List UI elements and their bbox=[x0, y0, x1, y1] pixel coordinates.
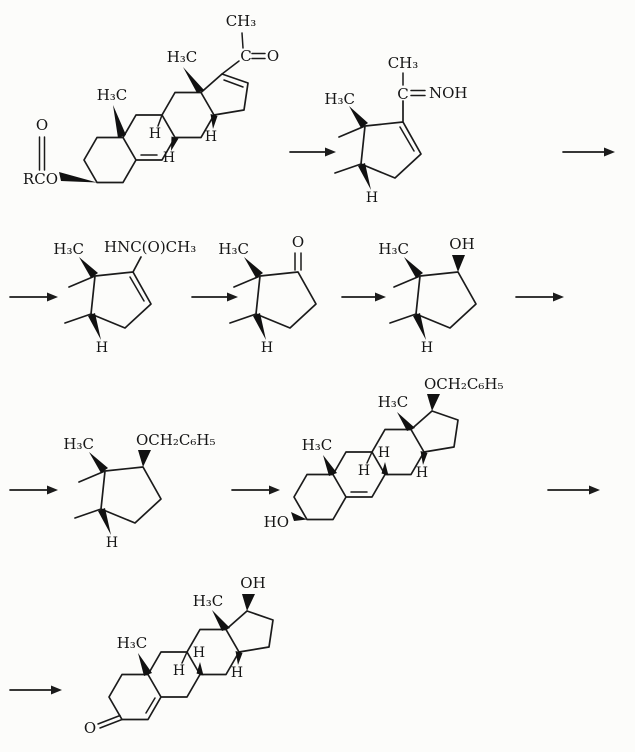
ring-bonds bbox=[389, 271, 477, 329]
label-angular-methyl: H₃C bbox=[53, 240, 84, 258]
label-hydrogen: H bbox=[106, 535, 118, 551]
arrow-head-icon bbox=[269, 485, 280, 495]
label-hydrogen: H bbox=[261, 340, 273, 356]
label-hydrogen: H bbox=[149, 126, 161, 142]
label-angular-methyl-c19: H₃C bbox=[97, 86, 128, 104]
label-hydrogen: H bbox=[231, 665, 243, 681]
label-hydrogen: H bbox=[96, 340, 108, 356]
label-hydrogen: H bbox=[421, 340, 433, 356]
label-ester-oxygen: O bbox=[36, 116, 48, 134]
label-hydrogen: H bbox=[416, 465, 428, 481]
double-bond-lines bbox=[350, 451, 373, 493]
label-hydroxyl: OH bbox=[449, 235, 474, 253]
steroid-skeleton-bonds bbox=[293, 410, 459, 521]
label-hydrogen: H bbox=[205, 129, 217, 145]
label-angular-methyl: H₃C bbox=[63, 435, 94, 453]
ring-bonds bbox=[334, 100, 422, 179]
label-ketone-oxygen: O bbox=[84, 719, 96, 737]
label-acyloxy-rco: RCO bbox=[23, 170, 58, 188]
double-bond-lines bbox=[399, 72, 426, 152]
stereo-wedges bbox=[404, 255, 465, 340]
arrow-head-icon bbox=[604, 147, 615, 157]
reaction-arrow-2 bbox=[562, 147, 615, 157]
reaction-arrow-1 bbox=[289, 147, 336, 157]
stereo-wedges bbox=[59, 67, 218, 183]
label-hydrogen: H bbox=[358, 463, 370, 479]
stereo-wedges bbox=[349, 106, 371, 190]
label-methyl: CH₃ bbox=[388, 54, 419, 72]
arrow-head-icon bbox=[51, 685, 62, 695]
label-angular-methyl: H₃C bbox=[218, 240, 249, 258]
label-angular-methyl-c19: H₃C bbox=[302, 436, 333, 454]
label-hydroxyl: HO bbox=[264, 513, 289, 531]
steroid-skeleton-bonds bbox=[108, 610, 274, 721]
label-benzyloxy: OCH₂C₆H₅ bbox=[136, 431, 215, 449]
label-hydrogen: H bbox=[173, 663, 185, 679]
steroid-skeleton-bonds bbox=[83, 73, 249, 184]
structure-testosterone: OH H₃C H₃C O H H H bbox=[84, 574, 274, 737]
label-acetamido: HNC(O)CH₃ bbox=[104, 238, 196, 256]
label-angular-methyl-c18: H₃C bbox=[378, 393, 409, 411]
arrow-head-icon bbox=[375, 292, 386, 302]
structure-dehydropregnenolone-ester: CH₃ C O H₃C H₃C O RCO H H H bbox=[23, 12, 279, 188]
double-bond-lines bbox=[97, 651, 188, 729]
ring-bonds bbox=[74, 466, 162, 524]
stereo-wedges bbox=[89, 450, 151, 535]
reaction-arrow-9 bbox=[547, 485, 600, 495]
arrow-head-icon bbox=[227, 292, 238, 302]
label-hydroxyl: OH bbox=[240, 574, 265, 592]
arrow-head-icon bbox=[589, 485, 600, 495]
label-oxime-noh: NOH bbox=[429, 84, 468, 102]
reaction-arrow-3 bbox=[9, 292, 58, 302]
label-hydrogen: H bbox=[193, 645, 205, 661]
reaction-arrow-10 bbox=[9, 685, 62, 695]
label-oxime-carbon: C bbox=[397, 85, 408, 103]
label-angular-methyl: H₃C bbox=[324, 90, 355, 108]
structure-methyl-ketoxime-fragment: CH₃ C NOH H₃C H bbox=[324, 54, 467, 206]
structure-ketone-fragment: O H₃C H bbox=[218, 233, 317, 356]
arrow-head-icon bbox=[47, 485, 58, 495]
label-hydrogen: H bbox=[378, 445, 390, 461]
label-angular-methyl-c18: H₃C bbox=[167, 48, 198, 66]
stereo-wedges bbox=[291, 394, 440, 521]
label-carbonyl-oxygen: O bbox=[292, 233, 304, 251]
label-acetyl-carbon: C bbox=[240, 47, 251, 65]
double-bond-lines bbox=[38, 32, 266, 171]
label-hydrogen: H bbox=[163, 150, 175, 166]
arrow-head-icon bbox=[553, 292, 564, 302]
label-angular-methyl: H₃C bbox=[378, 240, 409, 258]
reaction-arrow-4 bbox=[191, 292, 238, 302]
label-acetyl-oxygen: O bbox=[267, 47, 279, 65]
arrow-head-icon bbox=[47, 292, 58, 302]
double-bond-lines bbox=[129, 276, 145, 302]
ring-bonds bbox=[64, 256, 152, 329]
reaction-arrow-5 bbox=[341, 292, 386, 302]
ring-bonds bbox=[229, 271, 317, 329]
structure-androstene-benzyl-ether: OCH₂C₆H₅ H₃C H₃C HO H H H bbox=[264, 375, 504, 531]
structure-acetamido-fragment: HNC(O)CH₃ H₃C H bbox=[53, 238, 196, 356]
arrow-head-icon bbox=[325, 147, 336, 157]
label-benzyloxy: OCH₂C₆H₅ bbox=[424, 375, 503, 393]
label-acetyl-methyl: CH₃ bbox=[226, 12, 257, 30]
reaction-arrow-7 bbox=[9, 485, 58, 495]
structure-hydroxy-fragment: OH H₃C H bbox=[378, 235, 477, 356]
label-angular-methyl-c19: H₃C bbox=[117, 634, 148, 652]
reaction-arrow-8 bbox=[231, 485, 280, 495]
structure-benzyloxy-fragment: OCH₂C₆H₅ H₃C H bbox=[63, 431, 215, 551]
label-angular-methyl-c18: H₃C bbox=[193, 592, 224, 610]
double-bond-lines bbox=[294, 252, 302, 271]
stereo-wedges bbox=[244, 257, 266, 340]
label-hydrogen: H bbox=[366, 190, 378, 206]
stereo-wedges bbox=[79, 257, 101, 340]
reaction-arrow-6 bbox=[515, 292, 564, 302]
